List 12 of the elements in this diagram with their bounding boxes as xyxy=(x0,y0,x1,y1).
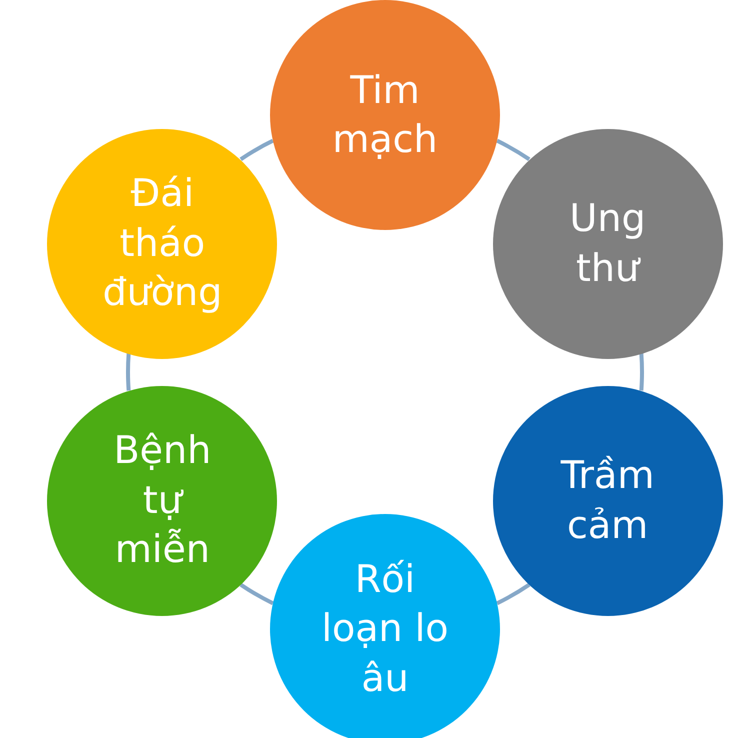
topic-label: Bệnh tự miễn xyxy=(112,427,212,574)
topic-label: Đái tháo đường xyxy=(102,170,224,316)
ring-arc xyxy=(126,353,131,391)
ring-arc xyxy=(496,138,530,161)
ring-arc xyxy=(639,353,644,391)
topic-label: Trầm cảm xyxy=(560,452,656,548)
ring-arc xyxy=(240,138,274,161)
topic-label: Tim mạch xyxy=(331,66,439,163)
ring-arc xyxy=(496,583,530,606)
topic-label: Rối loạn lo âu xyxy=(320,556,450,702)
ring-arc xyxy=(240,583,274,606)
topic-label: Ung thư xyxy=(568,195,647,292)
